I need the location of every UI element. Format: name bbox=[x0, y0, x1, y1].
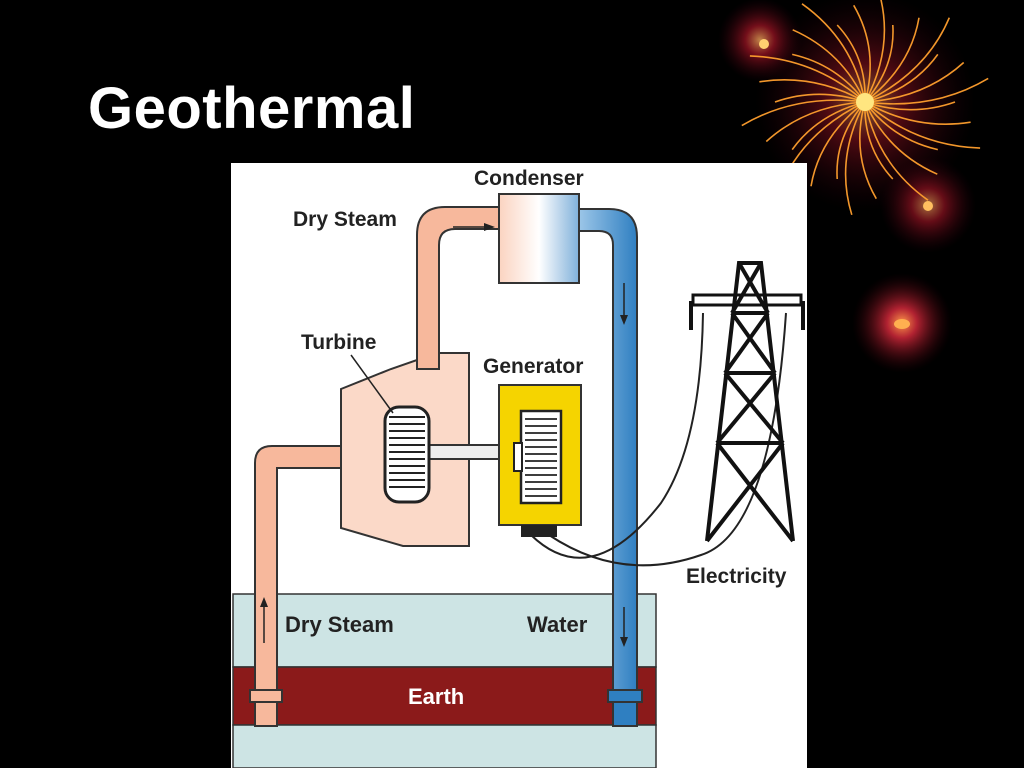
water-down-arrow-upper-head bbox=[620, 315, 628, 325]
firework-ray bbox=[864, 0, 886, 103]
geothermal-diagram: Condenser Dry Steam Turbine Generator El… bbox=[231, 163, 807, 768]
firework-ray bbox=[801, 3, 866, 103]
firework-ray bbox=[864, 101, 956, 111]
firework-ray bbox=[864, 24, 894, 103]
firework-glow-small bbox=[718, 0, 802, 82]
firework-rays bbox=[741, 0, 989, 216]
firework-ray bbox=[864, 77, 989, 105]
electricity-wire-upper bbox=[530, 312, 704, 559]
firework-ray bbox=[749, 55, 866, 103]
steam-pipe-left bbox=[254, 445, 342, 709]
turbine-label: Turbine bbox=[301, 331, 376, 354]
firework-ray bbox=[792, 29, 866, 103]
firework-core-mid bbox=[923, 201, 933, 211]
firework-ray bbox=[853, 4, 871, 103]
steam-up-arrow-head bbox=[260, 597, 268, 607]
water-pipe-tip bbox=[612, 701, 638, 727]
firework-ray bbox=[765, 101, 866, 143]
firework-ray bbox=[864, 101, 938, 175]
firework-ray bbox=[864, 101, 938, 151]
generator-label: Generator bbox=[483, 355, 583, 378]
dry-steam-top-label: Dry Steam bbox=[293, 208, 397, 231]
firework-core-lower bbox=[894, 319, 910, 329]
firework-ray bbox=[741, 99, 866, 127]
firework-ray bbox=[864, 17, 920, 103]
firework-ray bbox=[859, 101, 877, 200]
firework-ray bbox=[792, 53, 866, 103]
firework-ray bbox=[810, 101, 866, 187]
firework-core bbox=[856, 93, 874, 111]
transmission-tower bbox=[689, 261, 805, 543]
firework-ray bbox=[864, 101, 971, 125]
firework-ray bbox=[864, 53, 939, 103]
water-down-arrow-lower-head bbox=[620, 637, 628, 647]
firework-ray bbox=[774, 93, 866, 103]
dry-steam-ground-label: Dry Steam bbox=[285, 612, 394, 637]
earth-layer bbox=[232, 666, 657, 726]
ground-layer-bottom bbox=[232, 724, 657, 768]
steam-pipe-flange bbox=[249, 689, 283, 703]
condenser-label: Condenser bbox=[474, 167, 584, 190]
turbine-leader-line bbox=[350, 354, 394, 414]
steam-pipe-tip bbox=[254, 701, 278, 727]
turbine-rotor bbox=[383, 405, 431, 504]
electricity-label: Electricity bbox=[686, 565, 787, 588]
firework-ray bbox=[844, 101, 866, 216]
firework-ray bbox=[791, 101, 866, 151]
firework-ray bbox=[864, 101, 981, 149]
firework-ray bbox=[864, 101, 929, 201]
generator-terminal bbox=[521, 525, 557, 537]
slide-title: Geothermal bbox=[88, 76, 416, 141]
condenser-box bbox=[498, 193, 580, 284]
generator-rotor bbox=[513, 409, 563, 505]
water-pipe-flange bbox=[607, 689, 643, 703]
electricity-wire-lower bbox=[548, 312, 787, 567]
firework-ray bbox=[759, 79, 866, 103]
firework-core-small bbox=[759, 39, 769, 49]
firework-ray bbox=[836, 101, 866, 180]
earth-label: Earth bbox=[408, 684, 464, 709]
firework-ray bbox=[864, 61, 965, 103]
firework-ray bbox=[864, 17, 951, 103]
fireworks-decoration bbox=[718, 0, 989, 373]
steam-right-arrow-head bbox=[484, 223, 495, 231]
water-label: Water bbox=[527, 612, 588, 637]
